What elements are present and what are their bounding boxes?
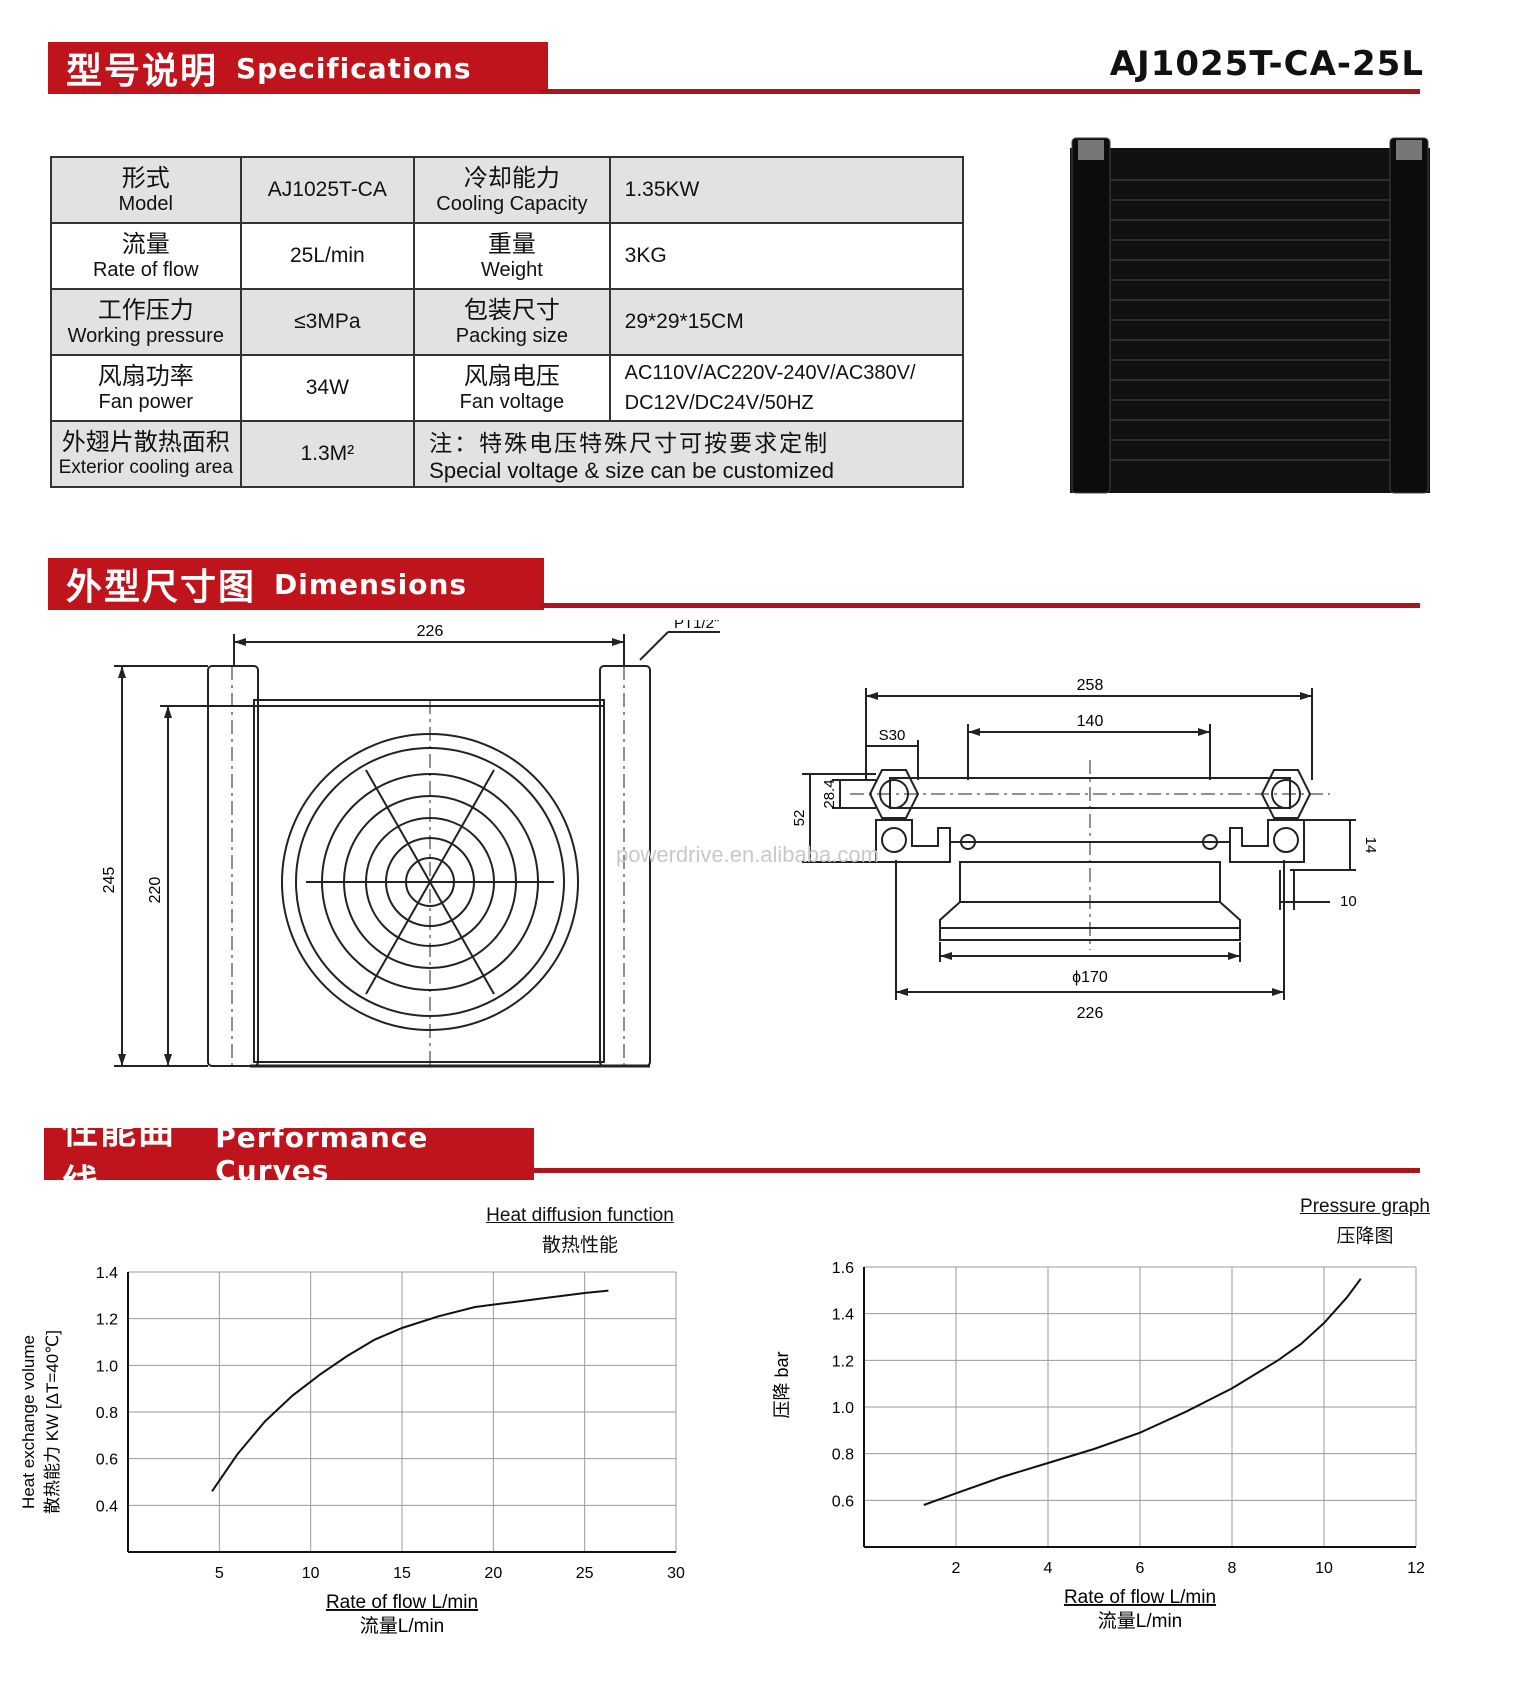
dim-side-h28: 28.4 [821,779,838,808]
y-tick-label: 1.0 [96,1358,118,1375]
dim-side-center: 140 [1077,713,1104,730]
y-tick-label: 0.8 [96,1405,118,1422]
dims-title-en: Dimensions [274,567,468,601]
spec-value: 34W [239,354,416,422]
spec-value: 25L/min [239,222,416,290]
dim-side-base: 226 [1077,1005,1104,1022]
spec-value: ≤3MPa [239,288,416,356]
spec-value: AC110V/AC220V-240V/AC380V/DC12V/DC24V/50… [608,354,965,422]
y-tick-label: 0.6 [832,1493,854,1510]
x-tick-label: 12 [1407,1560,1425,1577]
model-title: AJ1025T-CA-25L [1109,44,1424,84]
dim-side-w10: 10 [1340,893,1357,910]
y-tick-label: 0.4 [96,1498,118,1515]
x-axis-label: Rate of flow L/min [1064,1587,1216,1608]
series-line [923,1278,1362,1506]
dim-front-h-inner: 220 [147,877,164,904]
x-axis-label-cn: 流量L/min [1098,1610,1182,1632]
y-tick-label: 1.0 [832,1400,854,1417]
x-axis-label: Rate of flow L/min [326,1592,478,1613]
y-tick-label: 0.8 [832,1447,854,1464]
watermark: powerdrive.en.alibaba.com [616,842,879,867]
dim-side-hex: S30 [879,727,906,744]
perf-banner: 性能曲线 Performance Curves [44,1111,534,1204]
perf-title-cn: 性能曲线 [62,1111,177,1204]
dim-side-h52: 52 [791,810,808,827]
x-tick-label: 8 [1228,1560,1237,1577]
y-tick-label: 1.4 [96,1265,118,1282]
perf-rule [534,1168,1420,1173]
x-tick-label: 4 [1044,1560,1053,1577]
x-tick-label: 2 [952,1560,961,1577]
spec-value: 3KG [608,222,965,290]
specs-title-en: Specifications [236,51,472,85]
chart1-title: Heat diffusion function [486,1205,674,1226]
dim-front-h-total: 245 [101,867,118,894]
x-tick-label: 10 [302,1565,320,1582]
specs-rule [540,89,1420,94]
chart1-subtitle: 散热性能 [541,1234,618,1256]
spec-value: AJ1025T-CA [239,156,416,224]
y-axis-label-cn: 散热能力 KW [ΔT=40℃] [43,1330,62,1514]
spec-value: 29*29*15CM [608,288,965,356]
spec-value: 1.35KW [608,156,965,224]
x-tick-label: 6 [1136,1560,1145,1577]
x-tick-label: 30 [667,1565,685,1582]
dim-front-width: 226 [417,623,444,640]
front-view-drawing: 226 PT1/2" 245 220 [101,620,720,1070]
chart2-title: Pressure graph [1300,1196,1430,1217]
y-axis-label: Heat exchange volume [19,1335,38,1509]
product-photo [1070,137,1430,494]
dims-title-cn: 外型尺寸图 [66,567,257,608]
dim-side-overall: 258 [1077,677,1104,694]
y-tick-label: 1.2 [832,1353,854,1370]
chart2-subtitle: 压降图 [1336,1225,1394,1247]
perf-title-en: Performance Curves [215,1121,429,1187]
dim-port: PT1/2" [674,620,719,632]
x-tick-label: 10 [1315,1560,1333,1577]
series-line [211,1289,609,1492]
dim-side-dia: ϕ170 [1072,969,1108,986]
y-tick-label: 0.6 [96,1452,118,1469]
x-tick-label: 5 [215,1565,224,1582]
specs-title-cn: 型号说明 [66,51,219,92]
dim-side-h14: 14 [1362,837,1379,854]
x-tick-label: 15 [393,1565,411,1582]
side-view-drawing: 258 140 S30 52 28.4 14 10 ϕ170 226 [791,677,1379,1022]
dims-banner: 外型尺寸图 Dimensions [48,558,544,610]
y-tick-label: 1.4 [832,1307,854,1324]
x-tick-label: 25 [576,1565,594,1582]
x-axis-label-cn: 流量L/min [360,1615,444,1637]
dims-rule [540,603,1420,608]
y-axis-label: 压降 bar [772,1351,792,1418]
y-tick-label: 1.6 [832,1260,854,1277]
y-tick-label: 1.2 [96,1312,118,1329]
spec-value: 1.3M² [239,420,416,488]
specs-banner: 型号说明 Specifications [48,42,548,94]
x-tick-label: 20 [484,1565,502,1582]
